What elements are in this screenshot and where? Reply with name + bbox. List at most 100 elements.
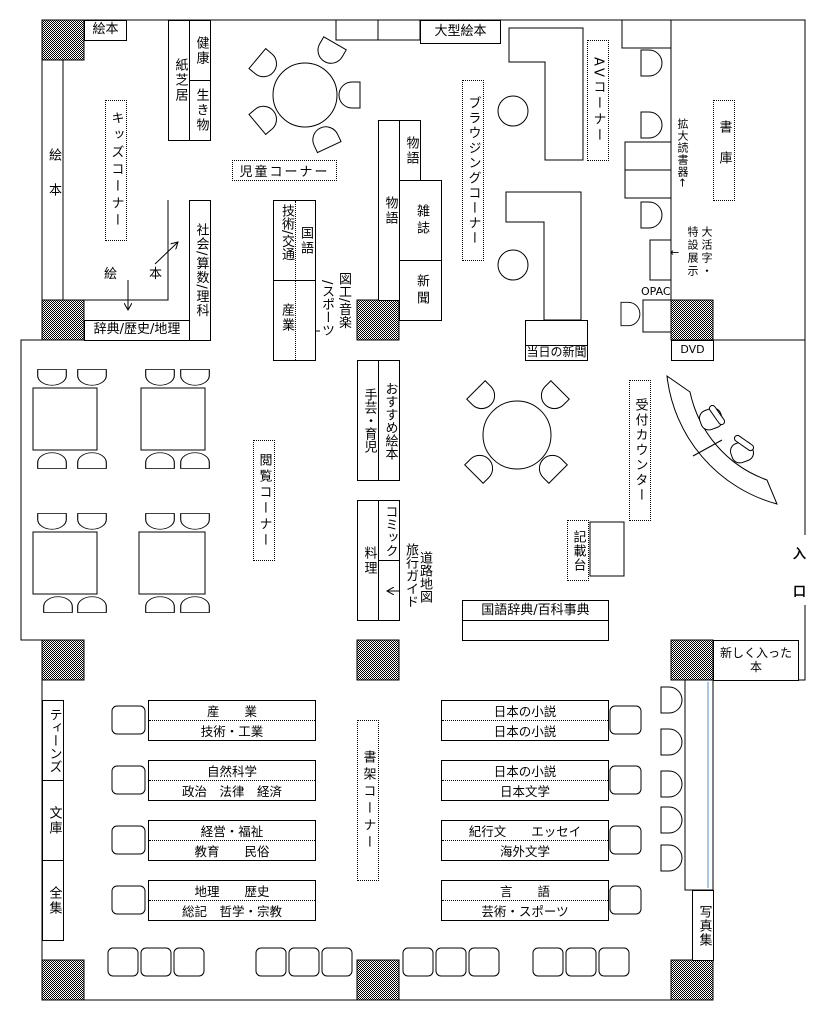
shelf-label: 新しく入った xyxy=(719,645,792,660)
shelf-label: コミック xyxy=(382,504,398,557)
bench-seat xyxy=(402,947,434,977)
bookshelf: 日本の小説日本の小説 xyxy=(441,700,609,741)
chair xyxy=(37,452,67,470)
browsing-desk xyxy=(508,27,584,161)
shelf-ikimono: 生き物 xyxy=(189,80,211,141)
bookshelf: 産 業技術・工業 xyxy=(148,700,316,741)
chair xyxy=(43,596,73,614)
shelf-label: 本 xyxy=(749,659,762,674)
entrance-label-1: 入 xyxy=(793,543,807,562)
shelf-gijutsu-kokugo: 技術/交通 国語 xyxy=(273,200,316,281)
shelf-label-bottom: 日本文学 xyxy=(499,783,550,799)
bench-seat xyxy=(255,947,287,977)
shelf-label: 産業 xyxy=(279,303,294,333)
bookshelf: 自然科学政治 法律 経済 xyxy=(148,760,316,801)
shelf-today-newspaper: 当日の新聞 xyxy=(525,320,588,361)
entrance-label-2: 口 xyxy=(793,581,807,600)
chair xyxy=(180,596,210,614)
chair xyxy=(660,728,683,756)
label-travel-guide: 旅行ガイド xyxy=(403,543,418,608)
stool xyxy=(609,705,642,735)
stool xyxy=(111,825,146,855)
chair xyxy=(180,512,210,530)
stool xyxy=(111,705,146,735)
shelf-teens: ティーンズ xyxy=(42,700,64,781)
bench-seat xyxy=(173,947,205,977)
shelf-label-top: 言 語 xyxy=(442,881,608,901)
bench-seat xyxy=(321,947,353,977)
large-print-shelf xyxy=(649,239,672,281)
shelf-dictionaries: 国語辞典/百科事典 xyxy=(462,600,609,641)
shelf-ehon-top: 絵本 xyxy=(84,20,127,41)
reading-table xyxy=(32,531,98,595)
magnifier-reader-desk xyxy=(624,141,672,171)
shelf-monogatari-small: 物語 xyxy=(399,120,421,181)
bench-seat xyxy=(107,947,139,977)
counter-divider xyxy=(692,439,723,457)
chair xyxy=(77,512,107,530)
reception-counter-label: 受付カウンター xyxy=(629,380,651,521)
shelf-kenko: 健康 xyxy=(189,20,211,81)
chair xyxy=(180,452,210,470)
bookshelf: 地理 歴史総記 哲学・宗教 xyxy=(148,880,316,921)
shelf-label: 文庫 xyxy=(46,805,62,836)
pillar xyxy=(41,639,85,681)
chair xyxy=(660,686,683,714)
shelf-shugei: 手芸・育児 xyxy=(357,360,379,481)
chair xyxy=(77,596,107,614)
shelf-label: 物語 xyxy=(382,195,398,226)
top-shelf xyxy=(335,19,379,41)
writing-desk xyxy=(589,521,625,577)
pillar xyxy=(41,959,85,1001)
shelf-label-bottom: 総記 哲学・宗教 xyxy=(181,903,282,919)
stool xyxy=(609,825,642,855)
shelf-label: 当日の新聞 xyxy=(526,345,587,360)
shelf-label: 新聞 xyxy=(413,273,429,308)
shelf-label: 物語 xyxy=(403,135,419,166)
shelf-bunko: 文庫 xyxy=(42,780,64,861)
shelf-label: 社会/算数/理科 xyxy=(193,223,209,318)
opac-terminal xyxy=(642,299,672,333)
chair xyxy=(640,201,663,229)
chair xyxy=(180,368,210,386)
shelf-ryori: 料理 xyxy=(357,500,379,621)
shelf-newspapers: 新聞 xyxy=(399,260,442,321)
chair xyxy=(660,844,683,872)
chair xyxy=(312,36,347,69)
av-corner-label: AVコーナー xyxy=(587,40,609,161)
magnifier-reader-desk xyxy=(624,169,672,199)
reading-table xyxy=(140,387,206,451)
bench-seat xyxy=(140,947,172,977)
stool xyxy=(111,885,146,915)
shelf-label: 料理 xyxy=(361,545,377,576)
top-right-box xyxy=(621,19,672,49)
chair xyxy=(77,452,107,470)
label-road-map: 道路地図 xyxy=(417,551,432,603)
pillar xyxy=(670,959,714,1001)
reading-table xyxy=(32,387,98,451)
staff-chairs xyxy=(698,404,755,464)
bench-seat xyxy=(598,947,630,977)
shelf-label: 手芸・育児 xyxy=(361,388,377,453)
shelf-label: 生き物 xyxy=(193,88,209,133)
writing-desk-label: 記載台 xyxy=(567,520,589,581)
label-zuko: 図工/音楽 xyxy=(336,272,351,329)
kids-corner-label: キッズコーナー xyxy=(105,100,127,241)
shelf-shakai: 社会/算数/理科 xyxy=(189,200,211,341)
shelf-jiten: 辞典/歴史/地理 xyxy=(84,320,190,341)
shelf-comic: コミック xyxy=(378,500,400,561)
reading-table xyxy=(138,531,206,595)
chair xyxy=(640,111,663,139)
reading-corner-label: 閲覧コーナー xyxy=(253,440,275,561)
shelf-ehon-left: 絵本 xyxy=(46,148,61,218)
chair xyxy=(620,301,641,327)
shelf-label-bottom: 芸術・スポーツ xyxy=(481,903,569,919)
chair xyxy=(145,452,175,470)
shelf-magazines: 雑誌 xyxy=(399,180,442,261)
pillar xyxy=(356,959,400,1001)
shelf-label-bottom: 日本の小説 xyxy=(493,723,557,739)
shelf-label: 国語辞典/百科事典 xyxy=(463,601,608,621)
shelf-label-bottom: 海外文学 xyxy=(499,843,550,859)
top-shelf xyxy=(377,19,421,41)
arrow-icon xyxy=(154,242,178,265)
